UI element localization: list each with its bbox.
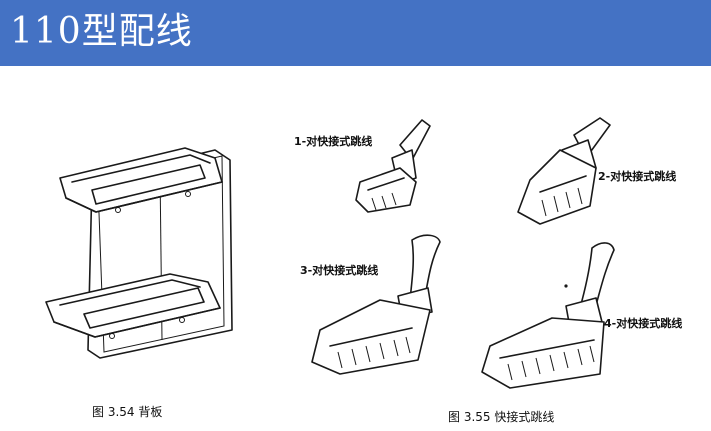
caption-fig-3-55: 图 3.55 快接式跳线 (448, 410, 555, 424)
title-bar: 110型配线 (0, 0, 711, 66)
label-1-pair: 1-对快接式跳线 (294, 135, 373, 148)
patch-plug-2-pair (517, 117, 611, 225)
label-2-pair: 2-对快接式跳线 (598, 170, 677, 183)
label-3-pair: 3-对快接式跳线 (300, 264, 379, 277)
caption-fig-3-54: 图 3.54 背板 (92, 405, 163, 419)
patch-plug-1-pair (355, 119, 431, 213)
patch-plug-4-pair (481, 242, 615, 389)
backboard-drawing (45, 147, 233, 359)
label-4-pair: 4-对快接式跳线 (604, 317, 683, 330)
patch-plug-3-pair (311, 234, 441, 375)
slide-title: 110型配线 (10, 11, 193, 52)
